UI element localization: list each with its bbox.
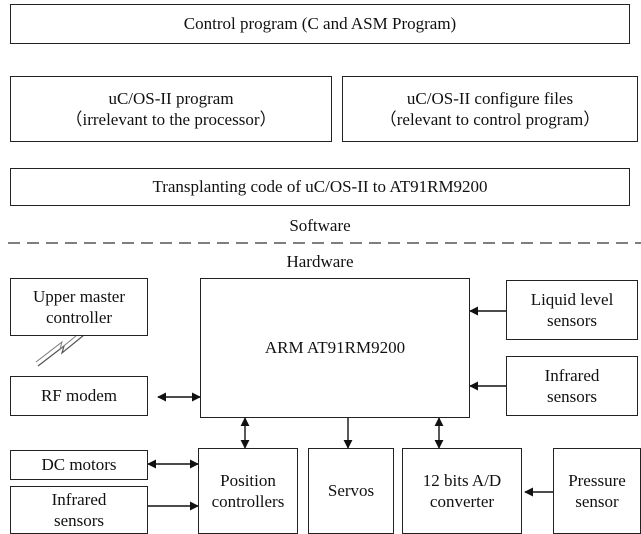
arm-label: ARM AT91RM9200 [264,338,406,358]
ucos-config-line2: （relevant to control program） [379,110,601,129]
transplanting-box: Transplanting code of uC/OS-II to AT91RM… [10,168,630,206]
ucos-program-line1: uC/OS-II program [108,88,234,108]
transplanting-label: Transplanting code of uC/OS-II to AT91RM… [152,177,488,197]
ad-converter-line1: 12 bits A/D [422,470,502,490]
liquid-level-box: Liquid level sensors [506,280,638,340]
position-controllers-box: Position controllers [198,448,298,534]
infrared-left-box: Infrared sensors [10,486,148,534]
dc-motors-label: DC motors [41,455,117,475]
pressure-sensor-line1: Pressure [568,470,626,490]
dc-motors-box: DC motors [10,450,148,480]
arm-box: ARM AT91RM9200 [200,278,470,418]
infrared-left-line2: sensors [53,511,105,530]
liquid-level-line2: sensors [546,311,598,330]
upper-master-line2: controller [45,308,113,327]
liquid-level-line1: Liquid level [530,289,614,309]
upper-master-box: Upper master controller [10,278,148,336]
rf-modem-box: RF modem [10,376,148,416]
infrared-left-line1: Infrared [51,489,107,509]
control-program-box: Control program (C and ASM Program) [10,4,630,44]
pressure-sensor-line2: sensor [575,492,619,511]
control-program-label: Control program (C and ASM Program) [183,14,457,34]
infrared-right-line2: sensors [546,387,598,406]
hardware-label: Hardware [286,252,354,271]
upper-master-line1: Upper master [32,286,126,306]
ad-converter-line2: converter [429,492,495,511]
infrared-right-line1: Infrared [544,365,600,385]
ucos-program-line2: （irrelevant to the processor） [65,110,277,129]
pressure-sensor-box: Pressure sensor [553,448,641,534]
ad-converter-box: 12 bits A/D converter [402,448,522,534]
rf-modem-label: RF modem [40,386,118,406]
position-controllers-line2: controllers [211,492,285,511]
wireless-link-icon [37,334,85,367]
ucos-config-line1: uC/OS-II configure files [406,88,574,108]
ucos-config-box: uC/OS-II configure files （relevant to co… [342,76,638,142]
servos-box: Servos [308,448,394,534]
servos-label: Servos [327,481,375,501]
ucos-program-box: uC/OS-II program （irrelevant to the proc… [10,76,332,142]
infrared-right-box: Infrared sensors [506,356,638,416]
position-controllers-line1: Position [220,470,276,490]
software-label: Software [289,216,351,235]
